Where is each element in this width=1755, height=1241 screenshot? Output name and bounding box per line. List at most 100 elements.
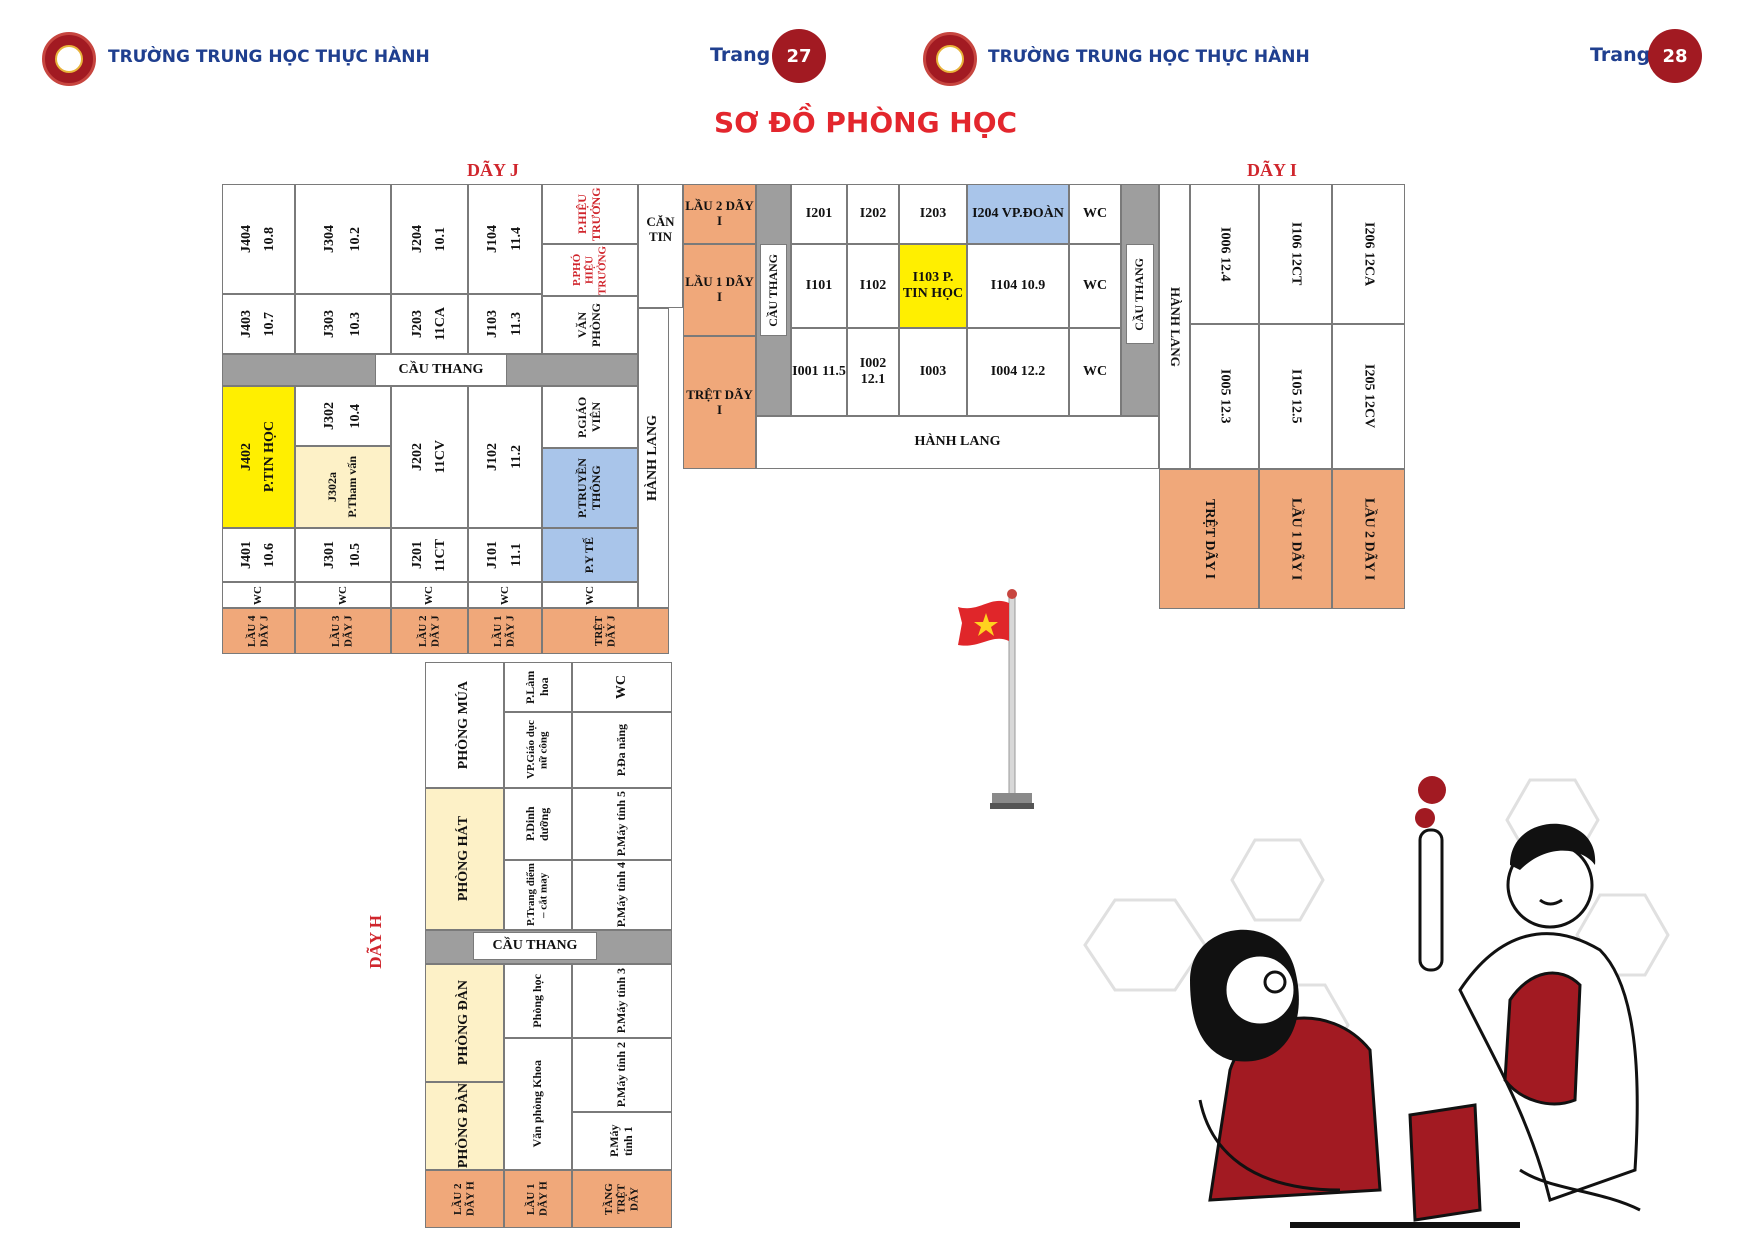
room-may-tinh-4: P.Máy tính 4 bbox=[572, 860, 672, 930]
wc: WC bbox=[1069, 184, 1121, 244]
room-phong-mua: PHÒNG MÚA bbox=[425, 662, 504, 788]
room-i105: I105 12.5 bbox=[1259, 324, 1332, 469]
school-name: TRƯỜNG TRUNG HỌC THỰC HÀNH bbox=[988, 47, 1310, 67]
room-i204: I204 VP.ĐOÀN bbox=[967, 184, 1069, 244]
room-i003: I003 bbox=[899, 328, 967, 416]
floor-label: LẦU 2 DÃY I bbox=[683, 184, 756, 244]
stair-i-left-label: CẦU THANG bbox=[760, 244, 787, 336]
wc: WC bbox=[391, 582, 468, 608]
room-may-tinh-2: P.Máy tính 2 bbox=[572, 1038, 672, 1112]
corridor-j: HÀNH LANG bbox=[638, 308, 669, 608]
room-trang-diem: P.Trang điểm – cắt may bbox=[504, 860, 572, 930]
page-title: SƠ ĐỒ PHÒNG HỌC bbox=[714, 106, 1018, 139]
room-giao-vien: P.GIÁO VIÊN bbox=[542, 386, 638, 448]
day-i-label: DÃY I bbox=[1247, 160, 1297, 180]
room-phong-hat: PHÒNG HÁT bbox=[425, 788, 504, 930]
room-lam-hoa: P.Làm hoa bbox=[504, 662, 572, 712]
room-i005: I005 12.3 bbox=[1190, 324, 1259, 469]
room-j403: J403 10.7 bbox=[222, 294, 295, 354]
room-hieu-truong: P.HIỆU TRƯỞNG bbox=[542, 184, 638, 244]
page-label: Trang bbox=[710, 44, 771, 66]
room-j202: J202 11CV bbox=[391, 386, 468, 528]
room-j102: J102 11.2 bbox=[468, 386, 542, 528]
stair-i-right-label: CẦU THANG bbox=[1126, 244, 1154, 344]
stair-h: CẦU THANG bbox=[473, 932, 597, 960]
page-number-badge: 28 bbox=[1648, 29, 1702, 83]
page-number-badge: 27 bbox=[772, 29, 826, 83]
day-h-label: DÃY H bbox=[366, 915, 385, 969]
floor-label: LẦU 1 DÃY I bbox=[1259, 469, 1332, 609]
room-da-nang: P.Đa năng bbox=[572, 712, 672, 788]
room-j302a: J302a P.Tham vấn bbox=[295, 446, 391, 528]
floor-label: LẦU 3 DÃY J bbox=[295, 608, 391, 654]
room-j203: J203 11CA bbox=[391, 294, 468, 354]
room-j302: J302 10.4 bbox=[295, 386, 391, 446]
floor-label: LẦU 1 DÃY H bbox=[504, 1170, 572, 1228]
room-i201: I201 bbox=[791, 184, 847, 244]
room-i205: I205 12CV bbox=[1332, 324, 1405, 469]
school-logo bbox=[42, 32, 96, 86]
wc: WC bbox=[1069, 328, 1121, 416]
room-i102: I102 bbox=[847, 244, 899, 328]
room-may-tinh-3: P.Máy tính 3 bbox=[572, 964, 672, 1038]
floor-label: LẦU 2 DÃY I bbox=[1332, 469, 1405, 609]
room-j103: J103 11.3 bbox=[468, 294, 542, 354]
floor-label: TRỆT DÃY I bbox=[683, 336, 756, 469]
room-j402: J402 P.TIN HỌC bbox=[222, 386, 295, 528]
room-i104: I104 10.9 bbox=[967, 244, 1069, 328]
room-j104: J104 11.4 bbox=[468, 184, 542, 294]
room-gd-nu-cong: VP.Giáo dục nữ công bbox=[504, 712, 572, 788]
wc: WC bbox=[295, 582, 391, 608]
wc: WC bbox=[572, 662, 672, 712]
floor-label: TRỆT DÃY I bbox=[1159, 469, 1259, 609]
room-i002: I002 12.1 bbox=[847, 328, 899, 416]
school-logo bbox=[923, 32, 977, 86]
scientists-illustration bbox=[1083, 776, 1670, 1228]
room-may-tinh-1: P.Máy tính 1 bbox=[572, 1112, 672, 1170]
room-j101: J101 11.1 bbox=[468, 528, 542, 582]
room-y-te: P.Y TẾ bbox=[542, 528, 638, 582]
wc: WC bbox=[1069, 244, 1121, 328]
floor-label: TẦNG TRỆT DÃY bbox=[572, 1170, 672, 1228]
wc: WC bbox=[222, 582, 295, 608]
floor-label: TRỆT DÃY J bbox=[542, 608, 669, 654]
room-i206: I206 12CA bbox=[1332, 184, 1405, 324]
room-j303: J303 10.3 bbox=[295, 294, 391, 354]
room-van-phong: VĂN PHÒNG bbox=[542, 296, 638, 354]
room-i202: I202 bbox=[847, 184, 899, 244]
room-van-phong-khoa: Văn phòng Khoa bbox=[504, 1038, 572, 1170]
floor-label: LẦU 2 DÃY J bbox=[391, 608, 468, 654]
room-j301: J301 10.5 bbox=[295, 528, 391, 582]
room-j204: J204 10.1 bbox=[391, 184, 468, 294]
room-j401: J401 10.6 bbox=[222, 528, 295, 582]
day-j-label: DÃY J bbox=[467, 160, 519, 180]
room-i101: I101 bbox=[791, 244, 847, 328]
floor-label: LẦU 4 DÃY J bbox=[222, 608, 295, 654]
room-i001: I001 11.5 bbox=[791, 328, 847, 416]
room-i004: I004 12.2 bbox=[967, 328, 1069, 416]
floor-label: LẦU 1 DÃY J bbox=[468, 608, 542, 654]
room-i006: I006 12.4 bbox=[1190, 184, 1259, 324]
room-i106: I106 12CT bbox=[1259, 184, 1332, 324]
room-pho-hieu-truong: P.PHÓ HIỆU TRƯỞNG bbox=[542, 244, 638, 296]
room-truyen-thong: P.TRUYỀN THÔNG bbox=[542, 448, 638, 528]
room-i103: I103 P. TIN HỌC bbox=[899, 244, 967, 328]
room-j201: J201 11CT bbox=[391, 528, 468, 582]
stair-j: CẦU THANG bbox=[375, 354, 507, 386]
flag-pole-illustration bbox=[958, 589, 1034, 809]
wc: WC bbox=[468, 582, 542, 608]
room-phong-hoc: Phòng học bbox=[504, 964, 572, 1038]
floor-label: LẦU 2 DÃY H bbox=[425, 1170, 504, 1228]
room-j304: J304 10.2 bbox=[295, 184, 391, 294]
room-can-tin: CĂN TIN bbox=[638, 184, 683, 308]
page-label: Trang bbox=[1590, 44, 1651, 66]
room-may-tinh-5: P.Máy tính 5 bbox=[572, 788, 672, 860]
floor-label: LẦU 1 DÃY I bbox=[683, 244, 756, 336]
corridor-i: HÀNH LANG bbox=[756, 416, 1159, 469]
corridor-i-vertical: HÀNH LANG bbox=[1159, 184, 1190, 469]
room-j404: J404 10.8 bbox=[222, 184, 295, 294]
wc: WC bbox=[542, 582, 638, 608]
school-name: TRƯỜNG TRUNG HỌC THỰC HÀNH bbox=[108, 47, 430, 67]
room-phong-dan: PHÒNG ĐÀN bbox=[425, 1082, 504, 1170]
room-phong-dan: PHÒNG ĐÀN bbox=[425, 964, 504, 1082]
